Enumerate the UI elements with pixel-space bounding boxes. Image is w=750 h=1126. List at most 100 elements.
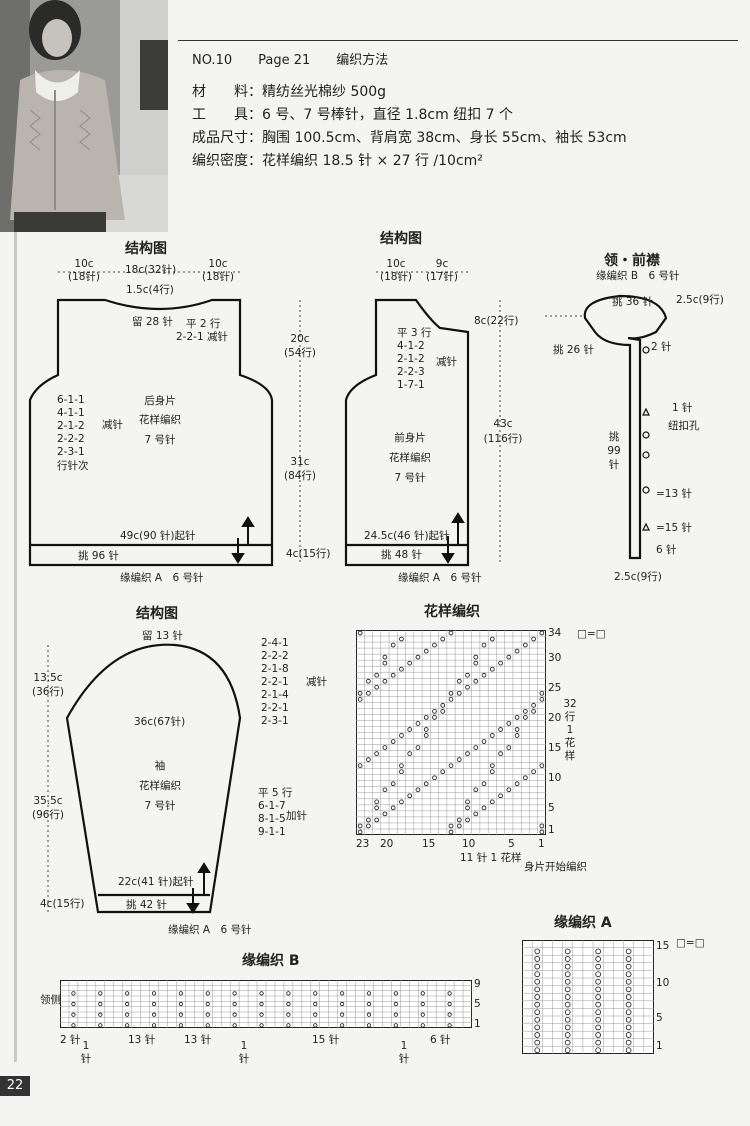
stitch-mark	[125, 991, 130, 996]
stitch-mark	[625, 978, 632, 985]
stitch-mark	[399, 666, 404, 672]
stitch-mark	[357, 697, 363, 702]
stitch-mark	[489, 799, 495, 805]
sleeve-length-rows: (96行)	[31, 809, 65, 821]
stitch-mark	[625, 1024, 632, 1031]
stitch-mark	[286, 1001, 291, 1007]
pattern-row-30: 30	[548, 652, 562, 664]
stitch-mark	[423, 733, 429, 738]
sleeve-cap-rows: (36行)	[31, 686, 65, 698]
stitch-mark	[366, 678, 371, 684]
stitch-mark	[366, 690, 371, 696]
stitch-mark	[178, 1012, 184, 1017]
stitch-mark	[539, 763, 545, 768]
front-name: 前身片	[394, 432, 426, 444]
stitch-mark	[625, 971, 632, 978]
front-needle: 7 号针	[394, 472, 426, 484]
stitch-mark	[564, 948, 571, 955]
stitch-mark	[473, 660, 479, 666]
stitch-mark	[625, 1047, 632, 1054]
stitch-mark	[595, 948, 601, 955]
bandA-row-15: 15	[656, 940, 670, 952]
front-top-left-n: (18针)	[379, 271, 413, 283]
stitch-mark	[564, 971, 571, 978]
stitch-mark	[539, 690, 545, 696]
stitch-mark	[465, 684, 470, 690]
sleeve-cap-dec-label: 减针	[306, 676, 327, 688]
front-pattern: 花样编织	[389, 452, 431, 464]
stitch-mark	[564, 1024, 571, 1031]
buttonhole-marks	[642, 346, 650, 531]
stitch-mark	[539, 630, 545, 636]
pattern-col-10: 10	[462, 838, 476, 850]
stitch-mark	[456, 817, 462, 823]
collar-title: 领・前襟	[604, 253, 660, 269]
front-total-height: 43c	[493, 418, 513, 430]
stitch-mark	[432, 642, 437, 648]
pattern-row-34: 34	[548, 627, 562, 639]
stitch-mark	[534, 986, 541, 993]
bandB-row-9: 9	[474, 978, 481, 990]
stitch-mark	[178, 991, 184, 996]
stitch-mark	[456, 757, 462, 762]
size-row: 成品尺寸：胸围 100.5cm、背肩宽 38cm、身长 55cm、袖长 53cm	[192, 130, 627, 146]
stitch-mark	[539, 697, 545, 702]
pattern-row-5: 5	[548, 802, 555, 814]
stitch-mark	[390, 781, 396, 787]
stitch-mark	[531, 636, 536, 642]
stitch-mark	[205, 1001, 210, 1007]
stitch-mark	[374, 751, 379, 756]
stitch-mark	[625, 986, 632, 993]
stitch-mark	[374, 817, 379, 823]
sleeve-band: 缘编织 A 6 号针	[168, 924, 252, 936]
bandB-b1: 2 针	[60, 1034, 81, 1046]
collar-mark-13: =13 针	[656, 488, 692, 500]
stitch-mark	[374, 805, 379, 811]
stitch-mark	[423, 648, 429, 654]
stitch-mark	[489, 666, 495, 672]
pattern-number: NO.10	[192, 53, 233, 68]
bandB-side: 领侧	[40, 994, 61, 1006]
bandB-row-1: 1	[474, 1018, 481, 1030]
collar-width-bottom: 2.5c(9行)	[614, 571, 662, 583]
stitch-mark	[625, 948, 632, 955]
back-top-right-n: (18针)	[201, 271, 235, 283]
back-band: 缘编织 A 6 号针	[120, 572, 204, 584]
stitch-mark	[151, 1012, 157, 1017]
bandB-b7b: 针	[398, 1053, 410, 1065]
collar-mark-15: =15 针	[656, 522, 692, 534]
stitch-mark	[407, 793, 413, 799]
stitch-mark	[625, 1016, 632, 1023]
bandB-b5: 1	[240, 1040, 248, 1052]
stitch-mark	[448, 823, 454, 829]
stitch-mark	[514, 781, 520, 787]
stitch-mark	[564, 978, 571, 985]
stitch-mark	[382, 654, 388, 660]
back-neck-dec: 2-2-1 减针	[176, 331, 228, 343]
stitch-mark	[489, 733, 495, 738]
stitch-mark	[534, 1047, 541, 1054]
stitch-mark	[399, 636, 404, 642]
stitch-mark	[420, 1012, 425, 1017]
stitch-mark	[393, 1023, 398, 1028]
stitch-mark	[514, 648, 520, 654]
back-arm-dec-label: 减针	[102, 419, 123, 431]
stitch-mark	[534, 971, 541, 978]
stitch-mark	[313, 1012, 318, 1017]
bandA-grid	[522, 940, 654, 1054]
stitch-mark	[534, 963, 541, 970]
stitch-mark	[564, 956, 571, 962]
sleeve-title: 结构图	[136, 606, 178, 622]
stitch-mark	[564, 1047, 571, 1054]
stitch-mark	[595, 971, 601, 978]
stitch-mark	[151, 1001, 157, 1007]
stitch-mark	[448, 697, 454, 702]
pattern-col-23: 23	[356, 838, 370, 850]
gauge-row: 编织密度：花样编织 18.5 针 × 27 行 /10cm²	[192, 153, 483, 169]
stitch-mark	[465, 672, 470, 678]
stitch-mark	[531, 703, 536, 708]
stitch-mark	[523, 709, 528, 714]
